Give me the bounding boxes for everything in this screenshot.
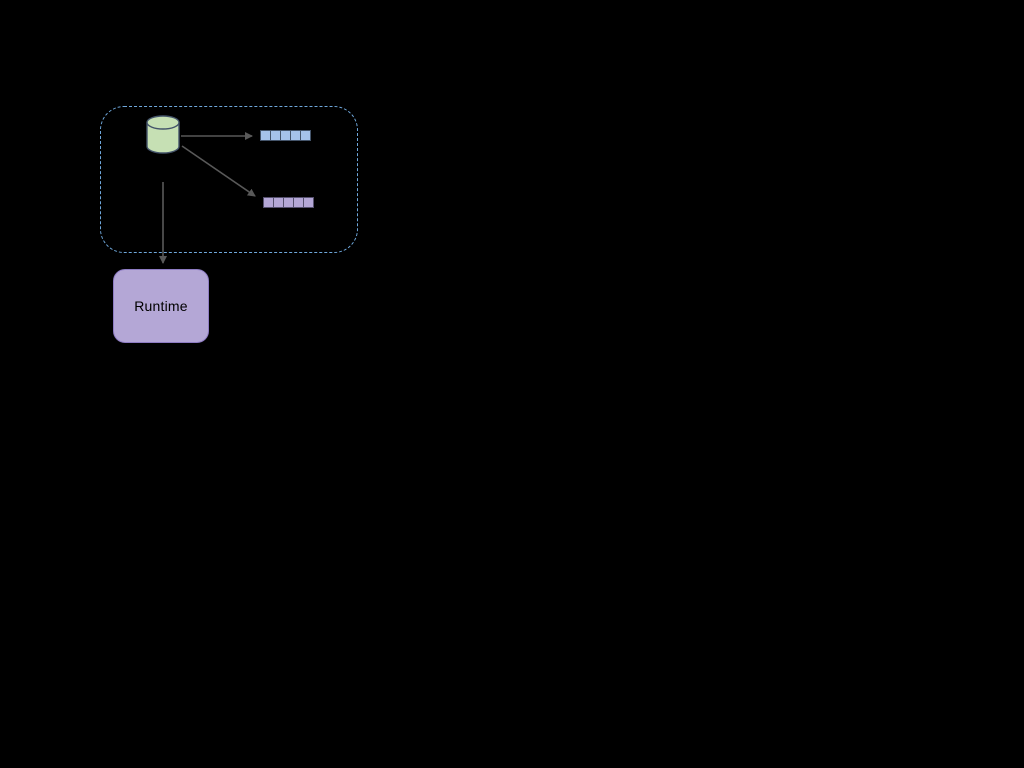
cell [303, 197, 314, 208]
blue-array-icon [260, 130, 311, 141]
cell [300, 130, 311, 141]
runtime-node: Runtime [113, 269, 209, 343]
purple-array-icon [263, 197, 314, 208]
dashed-boundary-container [100, 106, 358, 253]
database-cylinder-icon [146, 115, 180, 154]
runtime-node-label: Runtime [134, 298, 188, 314]
